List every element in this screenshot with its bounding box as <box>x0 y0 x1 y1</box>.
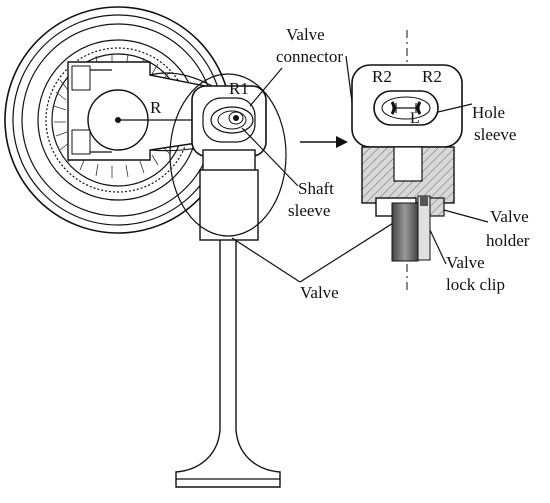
l-label: L <box>410 110 420 127</box>
valve-connector-label-1: Valve <box>286 25 325 44</box>
shaft-sleeve-label-2: sleeve <box>288 201 330 220</box>
valve-connector-left <box>191 85 267 157</box>
rocker-arm <box>67 61 231 161</box>
valve-body <box>175 149 281 488</box>
leader-lines-right <box>345 55 489 265</box>
valve-connector-label-2: connector <box>276 47 343 66</box>
valve-holder-label-1: Valve <box>490 207 529 226</box>
leader-lines-left <box>231 67 399 283</box>
r2-right-label: R2 <box>422 67 442 86</box>
valve-lock-clip-label-2: lock clip <box>446 275 505 294</box>
valve-holder-detail <box>361 146 455 217</box>
zoom-arrow <box>300 136 348 148</box>
r2-left-label: R2 <box>372 67 392 86</box>
valve-rod-detail <box>391 195 431 262</box>
valve-label: Valve <box>300 283 339 302</box>
valve-lock-clip-label-1: Valve <box>446 253 485 272</box>
valve-holder-label-2: holder <box>486 231 530 250</box>
r-label: R <box>150 98 162 117</box>
r1-label: R1 <box>229 79 249 98</box>
hole-sleeve-label-1: Hole <box>472 103 505 122</box>
shaft-sleeve-label-1: Shaft <box>298 179 334 198</box>
valve-connector-detail <box>351 64 463 148</box>
hole-sleeve-label-2: sleeve <box>474 125 516 144</box>
highlight-ellipse <box>169 73 287 237</box>
